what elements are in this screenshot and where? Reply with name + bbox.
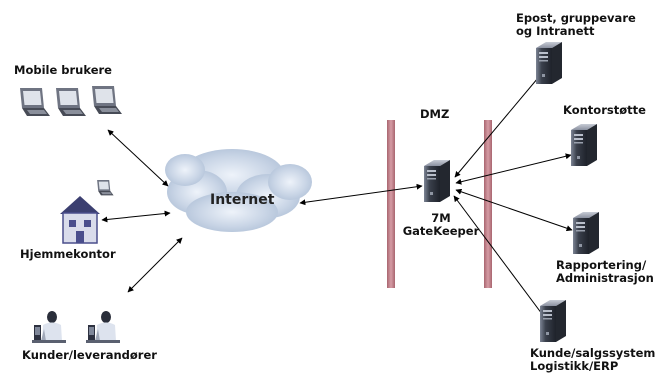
home-laptop-icon <box>97 180 114 196</box>
label-server-sales: Kunde/salgssystem Logistikk/ERP <box>530 347 655 373</box>
house-icon <box>60 196 100 244</box>
laptop-icon <box>20 86 122 116</box>
label-server-mail: Epost, gruppevare og Intranett <box>516 12 636 38</box>
arrow-gatekeeper-office <box>455 153 572 185</box>
arrow-customers-internet <box>127 237 183 293</box>
label-server-office: Kontorstøtte <box>563 103 646 117</box>
arrow-gatekeeper-sales <box>453 195 549 323</box>
label-customers: Kunder/leverandører <box>22 348 157 362</box>
report-server-icon <box>573 212 599 254</box>
arrow-home-internet <box>101 210 171 223</box>
label-server-sales-line1: Kunde/salgssystem <box>530 346 656 360</box>
label-home: Hjemmekontor <box>20 247 116 261</box>
arrow-gatekeeper-mail <box>454 71 544 178</box>
label-server-mail-line1: Epost, gruppevare <box>516 11 636 25</box>
internet-cloud <box>165 149 312 232</box>
office-server-icon <box>571 124 597 166</box>
mail-server-icon <box>536 42 562 84</box>
label-gatekeeper-line2: GateKeeper <box>402 224 480 238</box>
label-server-report: Rapportering/ Administrasjon <box>556 259 654 285</box>
label-gatekeeper-line1: 7M <box>431 211 451 225</box>
label-gatekeeper: 7M GateKeeper <box>396 212 486 238</box>
gatekeeper-server-icon <box>424 160 450 202</box>
label-server-report-line2: Administrasjon <box>556 271 654 285</box>
sales-server-icon <box>540 300 566 342</box>
arrow-mobile-internet <box>107 129 169 187</box>
firewall-left <box>387 120 395 288</box>
label-internet: Internet <box>210 192 275 208</box>
firewall-right <box>484 120 492 288</box>
label-dmz: DMZ <box>420 107 450 121</box>
person-icon <box>32 311 120 343</box>
label-server-report-line1: Rapportering/ <box>556 258 647 272</box>
arrow-internet-gatekeeper <box>299 183 423 206</box>
label-server-mail-line2: og Intranett <box>516 24 595 38</box>
label-mobile: Mobile brukere <box>14 63 112 77</box>
